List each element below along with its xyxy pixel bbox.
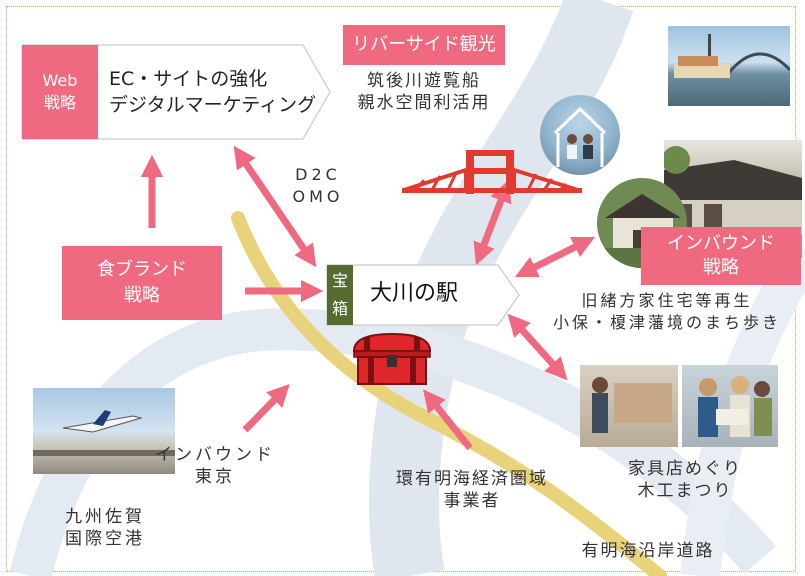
airport-line2: 国際空港 [65,529,145,549]
tourists-illustration [698,376,772,437]
furniture-shop-photo [580,365,678,447]
riverside-line1: 筑後川遊覧船 [367,71,481,91]
food-brand-strategy-tag: 食ブランド 戦略 [62,246,222,320]
lift-bridge-icon [402,150,582,194]
airport-photo [33,388,175,474]
station-name: 大川の駅 [370,281,459,306]
web-strategy-box: Web 戦略 EC・サイトの強化 デジタルマーケティング [21,44,331,140]
treasure-tag-line1: 宝 [331,271,348,290]
treasure-tag: 宝 箱 [327,265,353,325]
inbound-tokyo-line1: インバウンド [155,445,275,465]
d2c-line1: D2C [295,165,341,184]
web-tag-line2: 戦略 [43,93,76,112]
tourists-with-map-photo [682,365,778,447]
waterside-seating-photo [540,95,620,175]
arrow-station-bridge [473,179,512,266]
ariake-line1: 環有明海経済圏域 [396,469,548,489]
treasure-chest-icon [352,332,432,385]
arrow-tokyo-to-station [242,383,290,433]
food-brand-line2: 戦略 [124,285,160,306]
heritage-details: 旧緒方家住宅等再生 小保・榎津藩境のまち歩き [534,290,800,334]
web-strategy-tag: Web 戦略 [22,45,98,139]
inbound-strategy-line1: インバウンド [667,233,775,254]
coastal-road-label: 有明海沿岸道路 [581,541,715,561]
heritage-line2: 小保・榎津藩境のまち歩き [552,313,781,332]
arrow-station-furniture [507,313,568,381]
okawa-station-box: 宝 箱 大川の駅 [326,264,520,326]
d2c-omo-label: D2C OMO [286,164,350,208]
inbound-tokyo-line2: 東京 [195,467,235,487]
d2c-line2: OMO [292,187,344,206]
web-tag-line1: Web [42,71,78,90]
ariake-area-label: 環有明海経済圏域 事業者 [374,468,570,512]
furniture-line1: 家具店めぐり [628,459,742,479]
treasure-tag-line2: 箱 [331,299,348,318]
arrow-station-heritage [514,236,596,278]
web-line1: EC・サイトの強化 [109,68,268,90]
web-strategy-text: EC・サイトの強化 デジタルマーケティング [109,66,316,118]
riverside-line2: 親水空間利活用 [357,93,491,113]
furniture-line2: 木工まつり [637,481,733,501]
heritage-line1: 旧緒方家住宅等再生 [581,291,753,310]
river-boat-photo [668,26,790,106]
inbound-strategy-tag: インバウンド 戦略 [641,227,801,285]
inbound-strategy-line2: 戦略 [703,257,739,278]
riverside-details: 筑後川遊覧船 親水空間利活用 [330,70,518,114]
furniture-details: 家具店めぐり 木工まつり [590,458,780,502]
web-line2: デジタルマーケティング [109,94,317,116]
riverside-title: リバーサイド観光 [352,34,496,55]
ariake-line2: 事業者 [443,491,501,511]
arrow-station-web [233,145,317,268]
shop-illustration [592,377,672,433]
arrow-ariake-to-station [423,389,473,451]
boat-illustration [674,34,790,78]
inbound-tokyo-label: インバウンド 東京 [150,444,280,488]
food-brand-line1: 食ブランド [97,259,187,280]
riverside-tourism-tag: リバーサイド観光 [343,25,505,65]
airplane-illustration [33,410,175,456]
airport-label: 九州佐賀 国際空港 [44,506,166,550]
seating-illustration [553,106,607,167]
airport-line1: 九州佐賀 [65,507,145,527]
